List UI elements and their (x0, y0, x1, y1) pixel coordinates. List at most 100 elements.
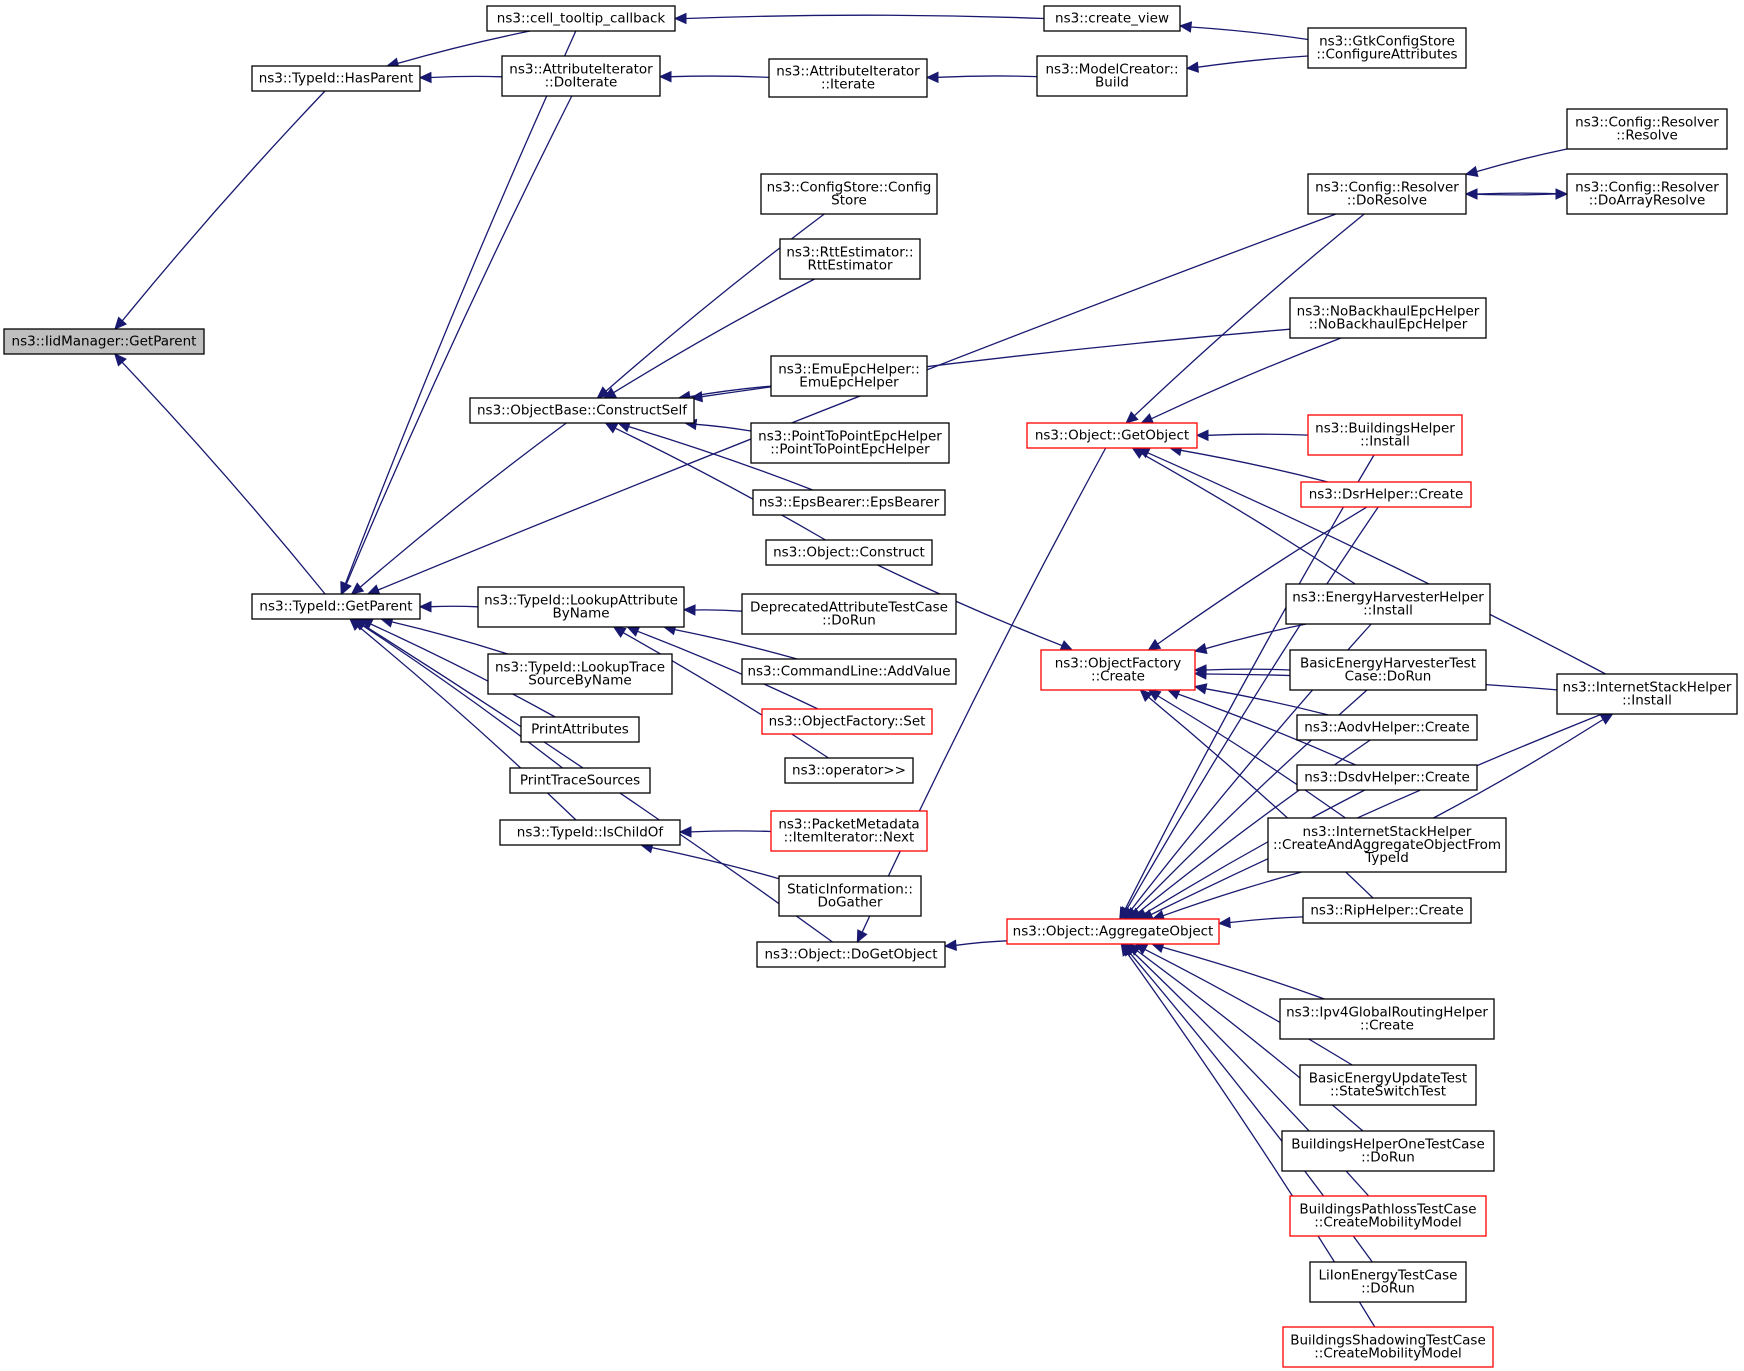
node-ischildof[interactable]: ns3::TypeId::IsChildOf (499, 819, 681, 846)
node-label: ns3::Config::Resolver (1575, 115, 1719, 131)
node-label: ns3::ObjectFactory (1055, 656, 1182, 672)
node-resolverdo[interactable]: ns3::Config::Resolver::DoResolve (1307, 173, 1467, 215)
node-label: PrintAttributes (531, 722, 629, 738)
node-celltooltip[interactable]: ns3::cell_tooltip_callback (486, 5, 676, 32)
node-box (741, 658, 957, 685)
node-label: ByName (552, 606, 609, 622)
arrowhead (673, 12, 687, 25)
call-edge (114, 353, 326, 595)
arrowhead (366, 584, 381, 596)
node-internetcreateagg[interactable]: ns3::InternetStackHelper::CreateAndAggre… (1267, 817, 1507, 873)
node-label: ns3::RipHelper::Create (1310, 903, 1463, 919)
node-label: ns3::Object::GetObject (1035, 428, 1189, 444)
node-label: ns3::EpsBearer::EpsBearer (759, 495, 940, 511)
arrowhead (1185, 61, 1199, 73)
node-box (477, 586, 685, 628)
node-label: ::PointToPointEpcHelper (770, 442, 930, 458)
node-resolverarray[interactable]: ns3::Config::Resolver::DoArrayResolve (1566, 173, 1728, 215)
node-objfactorycreate[interactable]: ns3::ObjectFactory::Create (1040, 649, 1196, 691)
node-deprecated[interactable]: DeprecatedAttributeTestCase::DoRun (741, 593, 957, 635)
edge-line (1205, 668, 1291, 671)
node-printtrace[interactable]: PrintTraceSources (509, 767, 651, 794)
node-label: ns3::BuildingsHelper (1315, 421, 1455, 437)
node-layer: ns3::IidManager::GetParent ns3::TypeId::H… (3, 5, 1738, 1368)
node-attriterdo[interactable]: ns3::AttributeIterator::DoIterate (501, 55, 661, 97)
node-nobackhaul[interactable]: ns3::NoBackhaulEpcHelper::NoBackhaulEpcH… (1289, 297, 1487, 339)
node-gtkconfig[interactable]: ns3::GtkConfigStore::ConfigureAttributes (1307, 27, 1467, 69)
node-rttest[interactable]: ns3::RttEstimator::RttEstimator (779, 238, 921, 280)
node-cmdaddvalue[interactable]: ns3::CommandLine::AddValue (741, 658, 957, 685)
arrowhead (678, 826, 692, 838)
node-root[interactable]: ns3::IidManager::GetParent (3, 328, 205, 355)
node-label: ::DoResolve (1347, 193, 1427, 209)
node-buildingspathloss[interactable]: BuildingsPathlossTestCase::CreateMobilit… (1289, 1195, 1487, 1237)
arrowhead (1125, 411, 1139, 424)
node-resolverresolve[interactable]: ns3::Config::Resolver::Resolve (1566, 108, 1728, 150)
node-basicupdate[interactable]: BasicEnergyUpdateTest::StateSwitchTest (1299, 1064, 1477, 1106)
node-lionenergy[interactable]: LiIonEnergyTestCase::DoRun (1309, 1261, 1467, 1303)
node-buildingsonetest[interactable]: BuildingsHelperOneTestCase::DoRun (1281, 1130, 1495, 1172)
node-aggregate[interactable]: ns3::Object::AggregateObject (1006, 918, 1220, 945)
node-label: ns3::Object::AggregateObject (1013, 924, 1214, 940)
arrowhead (1555, 188, 1569, 200)
node-staticinfo[interactable]: StaticInformation::DoGather (778, 875, 922, 917)
node-attriter[interactable]: ns3::AttributeIterator::Iterate (768, 58, 928, 98)
call-edge (658, 70, 770, 83)
node-constructself[interactable]: ns3::ObjectBase::ConstructSelf (469, 397, 695, 424)
node-modelcreator[interactable]: ns3::ModelCreator::Build (1036, 55, 1188, 97)
node-label: Case::DoRun (1345, 669, 1432, 685)
node-energyharvester[interactable]: ns3::EnergyHarvesterHelper::Install (1285, 583, 1491, 625)
node-getobject[interactable]: ns3::Object::GetObject (1026, 422, 1198, 449)
call-edge (856, 447, 1107, 944)
node-packetmeta[interactable]: ns3::PacketMetadata::ItemIterator::Next (770, 810, 928, 852)
node-label: TypeId (1364, 850, 1409, 866)
node-buildingsinstall[interactable]: ns3::BuildingsHelper::Install (1307, 414, 1463, 456)
node-emuepc[interactable]: ns3::EmuEpcHelper::EmuEpcHelper (770, 355, 928, 397)
edge-line (690, 830, 772, 833)
node-createview[interactable]: ns3::create_view (1043, 5, 1181, 32)
node-box (487, 653, 673, 695)
node-label: ns3::ObjectBase::ConstructSelf (477, 403, 688, 419)
node-epsbearer[interactable]: ns3::EpsBearer::EpsBearer (752, 489, 946, 516)
node-buildingsshadow[interactable]: BuildingsShadowingTestCase::CreateMobili… (1282, 1326, 1494, 1368)
call-edge (640, 842, 780, 880)
arrowhead (1193, 642, 1208, 655)
edge-line (345, 95, 573, 585)
node-hasparent[interactable]: ns3::TypeId::HasParent (251, 65, 421, 92)
node-configstore[interactable]: ns3::ConfigStore::ConfigStore (760, 173, 938, 215)
node-p2pepc[interactable]: ns3::PointToPointEpcHelper::PointToPoint… (750, 422, 950, 464)
node-label: ns3::ObjectFactory::Set (769, 714, 926, 730)
node-objfactoryset[interactable]: ns3::ObjectFactory::Set (761, 708, 933, 735)
node-ripcreate[interactable]: ns3::RipHelper::Create (1302, 897, 1472, 924)
edge-line (1147, 452, 1606, 675)
node-internetinstall[interactable]: ns3::InternetStackHelper::Install (1556, 673, 1738, 715)
node-label: BuildingsShadowingTestCase (1290, 1333, 1486, 1349)
node-box (1267, 817, 1507, 873)
call-edge (612, 626, 829, 759)
node-ipv4global[interactable]: ns3::Ipv4GlobalRoutingHelper::Create (1279, 998, 1495, 1040)
edge-line (1465, 193, 1557, 196)
node-dsdvcreate[interactable]: ns3::DsdvHelper::Create (1296, 764, 1478, 791)
node-dsrcreate[interactable]: ns3::DsrHelper::Create (1300, 481, 1472, 508)
node-label: ns3::RttEstimator:: (786, 245, 913, 261)
node-printattributes[interactable]: PrintAttributes (520, 716, 640, 743)
edge-line (628, 425, 813, 491)
arrowhead (114, 353, 127, 367)
node-label: ns3::AttributeIterator (509, 62, 653, 78)
node-getparent[interactable]: ns3::TypeId::GetParent (251, 593, 421, 620)
node-aodvcreate[interactable]: ns3::AodvHelper::Create (1296, 714, 1478, 741)
node-dogetobject[interactable]: ns3::Object::DoGetObject (756, 941, 946, 968)
node-box (1279, 998, 1495, 1040)
node-label: DoGather (817, 895, 883, 911)
node-operatorin[interactable]: ns3::operator>> (784, 757, 914, 784)
node-label: ns3::IidManager::GetParent (12, 334, 197, 350)
call-edge (673, 12, 1045, 25)
arrowhead (1599, 713, 1614, 725)
node-label: BuildingsPathlossTestCase (1299, 1202, 1476, 1218)
node-box (486, 5, 676, 32)
node-label: DeprecatedAttributeTestCase (750, 600, 948, 616)
node-objconstruct[interactable]: ns3::Object::Construct (765, 539, 933, 566)
